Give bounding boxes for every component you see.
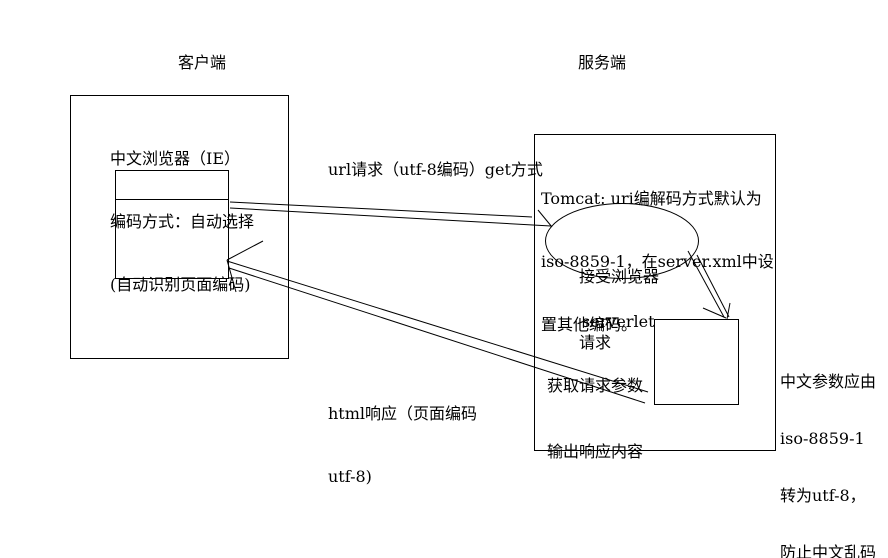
client-text-line: 编码方式：自动选择 bbox=[110, 212, 255, 231]
client-box bbox=[70, 95, 289, 359]
client-text-line: (自动识别页面编码) bbox=[110, 275, 251, 294]
response-arrow-label-line: utf-8) bbox=[328, 467, 372, 486]
response-arrow-label: html响应（页面编码 utf-8) bbox=[328, 361, 477, 529]
servlet-label: serverlet bbox=[582, 312, 655, 331]
client-title: 客户端 bbox=[178, 53, 227, 72]
servlet-description-line: 获取请求参数 bbox=[547, 376, 644, 395]
servlet-description: 获取请求参数 输出响应内容 bbox=[547, 331, 643, 507]
encoding-note-line: 防止中文乱码 bbox=[780, 543, 877, 558]
ellipse-text-line: 接受浏览器 bbox=[579, 267, 660, 286]
servlet-box bbox=[654, 319, 739, 405]
servlet-description-line: 输出响应内容 bbox=[547, 442, 644, 461]
client-box-text: 中文浏览器（IE） 编码方式：自动选择 (自动识别页面编码) bbox=[110, 106, 254, 337]
receive-request-ellipse bbox=[545, 203, 699, 279]
browser-window-box bbox=[115, 170, 229, 279]
tomcat-note-line: 置其他编码。 bbox=[541, 315, 638, 334]
browser-titlebar bbox=[116, 171, 228, 200]
encoding-note-line: 中文参数应由 bbox=[780, 372, 877, 391]
receive-request-ellipse-text: 接受浏览器 请求 bbox=[579, 222, 659, 398]
encoding-note-line: 转为utf-8， bbox=[780, 486, 866, 505]
server-box bbox=[534, 134, 776, 451]
response-arrow-label-line: html响应（页面编码 bbox=[328, 404, 478, 423]
ellipse-text-line: 请求 bbox=[579, 333, 612, 352]
encoding-note: 中文参数应由 iso-8859-1 转为utf-8， 防止中文乱码 bbox=[780, 334, 876, 558]
encoding-note-line: iso-8859-1 bbox=[780, 429, 865, 448]
tomcat-note-line: Tomcat: uri编解码方式默认为 bbox=[541, 189, 762, 208]
request-arrow-label: url请求（utf-8编码）get方式 bbox=[328, 160, 543, 179]
server-title: 服务端 bbox=[578, 53, 627, 72]
client-text-line: 中文浏览器（IE） bbox=[110, 149, 241, 168]
